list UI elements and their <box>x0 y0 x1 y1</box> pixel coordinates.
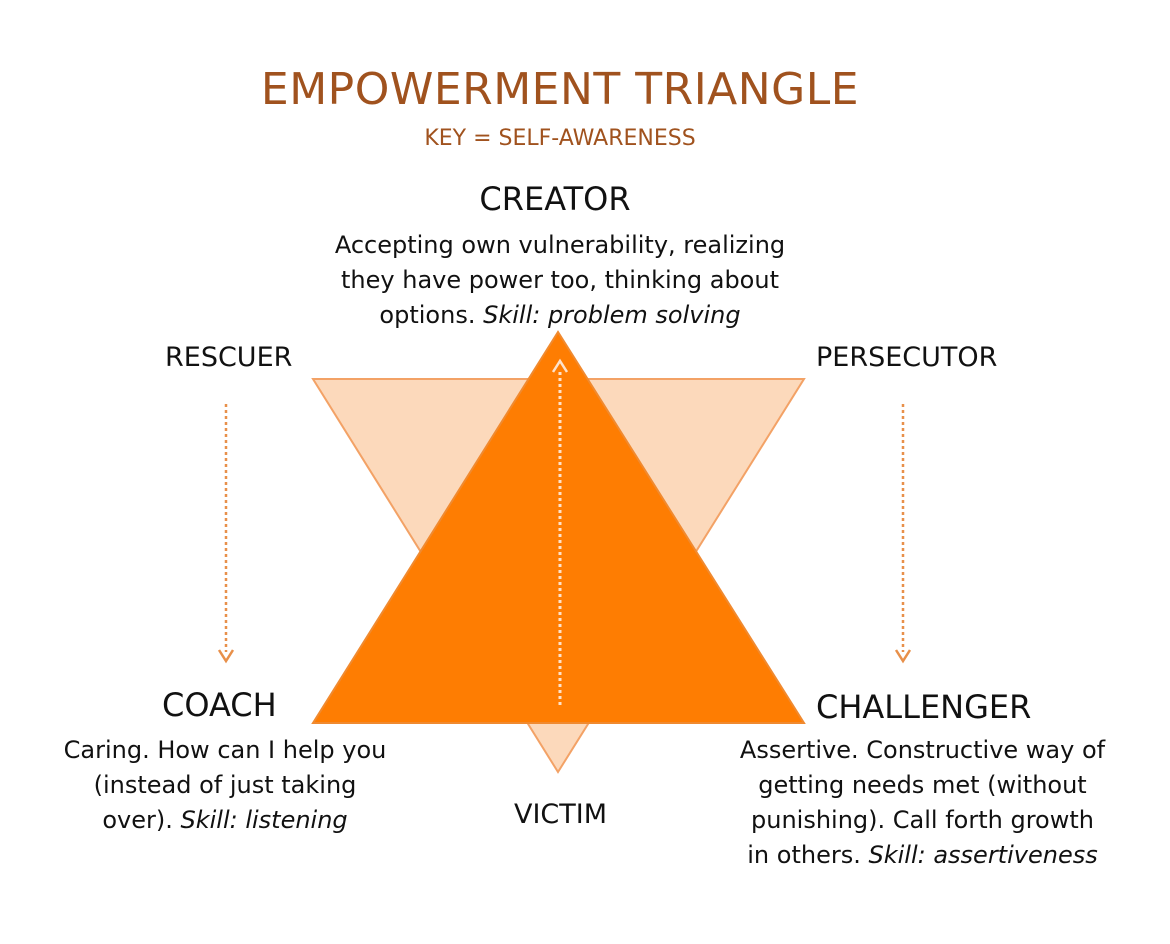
persecutor-to-challenger-arrow-head <box>894 649 912 664</box>
page-subtitle: KEY = SELF-AWARENESS <box>424 126 696 151</box>
challenger-description: Assertive. Constructive way of getting n… <box>720 733 1125 873</box>
creator-desc-line: options. Skill: problem solving <box>290 298 830 333</box>
challenger-desc-line: in others. Skill: assertiveness <box>720 838 1125 873</box>
empowerment-triangle <box>311 330 806 724</box>
challenger-desc-text: in others. <box>747 841 861 869</box>
challenger-skill: Skill: assertiveness <box>868 841 1098 869</box>
persecutor-label: PERSECUTOR <box>816 342 998 373</box>
victim-label: VICTIM <box>514 799 608 830</box>
challenger-desc-line: punishing). Call forth growth <box>751 806 1094 834</box>
rescuer-label: RESCUER <box>165 342 293 373</box>
coach-desc-text: over). <box>102 806 173 834</box>
page-title: EMPOWERMENT TRIANGLE <box>260 64 860 115</box>
creator-label: CREATOR <box>479 180 631 218</box>
rescuer-to-coach-arrow-head <box>217 649 235 664</box>
creator-desc-text: options. <box>379 301 476 329</box>
coach-skill: Skill: listening <box>180 806 348 834</box>
victim-to-creator-arrow-head <box>551 358 569 373</box>
creator-skill: Skill: problem solving <box>483 301 741 329</box>
coach-description: Caring. How can I help you (instead of j… <box>40 733 410 838</box>
challenger-label: CHALLENGER <box>816 688 1032 726</box>
creator-desc-line: Accepting own vulnerability, realizing <box>334 231 786 259</box>
coach-desc-line: (instead of just taking <box>93 771 357 799</box>
creator-description: Accepting own vulnerability, realizing t… <box>290 228 830 333</box>
coach-desc-line: over). Skill: listening <box>40 803 410 838</box>
creator-desc-line: they have power too, thinking about <box>341 266 779 294</box>
challenger-desc-line: Assertive. Constructive way of <box>739 736 1106 764</box>
challenger-desc-line: getting needs met (without <box>758 771 1087 799</box>
coach-desc-line: Caring. How can I help you <box>63 736 387 764</box>
coach-label: COACH <box>162 686 277 724</box>
